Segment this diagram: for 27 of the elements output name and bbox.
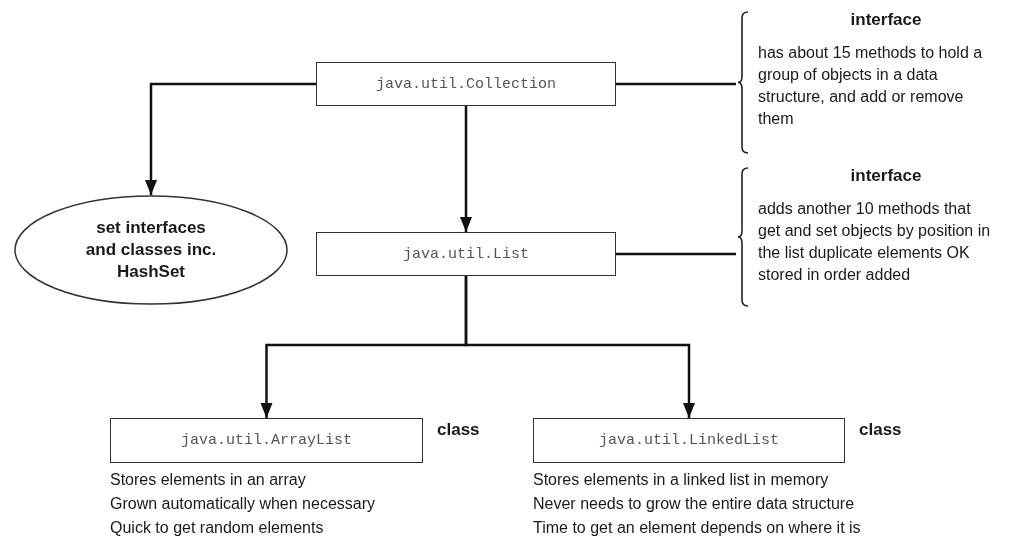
- ellipse-label: set interfaces and classes inc. HashSet: [84, 216, 218, 284]
- group-ellipse: [14, 195, 288, 305]
- class-name: java.util.Collection: [376, 75, 556, 93]
- kind-label: class: [437, 420, 480, 440]
- class-box: [110, 418, 423, 463]
- class-box: [316, 62, 616, 106]
- class-box: [316, 232, 616, 276]
- annotation-text: has about 15 methods to hold a group of objects in a data structure, and add or remove them: [758, 43, 984, 129]
- class-box: [533, 418, 845, 463]
- kind-label: class: [859, 420, 902, 440]
- description-text: Quick to get random elements: [110, 519, 324, 537]
- description-text: Stores elements in an array: [110, 471, 306, 489]
- annotation-text: adds another 10 methods that get and set objects by position in the list duplicate elements OK stored in order added: [758, 199, 992, 285]
- class-name: java.util.List: [403, 245, 529, 263]
- description-text: Never needs to grow the entire data structure: [533, 495, 855, 513]
- arrow: [464, 276, 695, 418]
- annotation-heading: interface: [849, 166, 923, 186]
- annotation-heading: interface: [849, 10, 923, 30]
- description-text: Time to get an element depends on where it is: [533, 519, 861, 537]
- description-text: Stores elements in a linked list in memory: [533, 471, 829, 489]
- description-text: Grown automatically when necessary: [110, 495, 375, 513]
- class-name: java.util.LinkedList: [599, 432, 779, 449]
- connector-line: [616, 82, 736, 86]
- class-name: java.util.ArrayList: [181, 432, 352, 449]
- connector-line: [616, 252, 736, 256]
- arrow: [145, 82, 316, 195]
- arrow: [460, 106, 472, 232]
